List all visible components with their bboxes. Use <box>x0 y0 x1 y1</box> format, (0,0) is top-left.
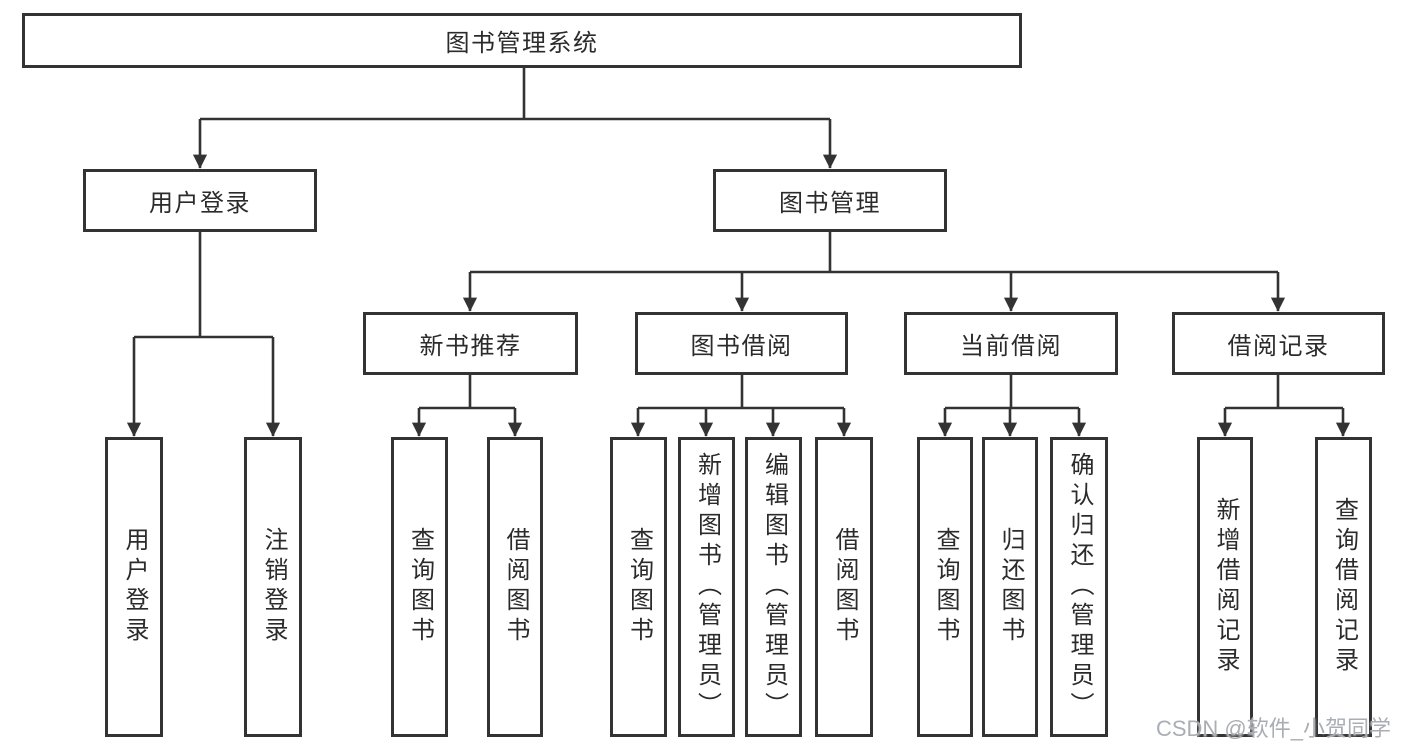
connector-book-management <box>470 232 1278 274</box>
leaf-current-confirm-return-admin: 确认归还（管理员） <box>1050 437 1108 737</box>
leaf-records-add-record-label: 新增借阅记录 <box>1212 497 1239 677</box>
node-current-borrowing: 当前借阅 <box>904 312 1118 375</box>
connector-book-borrowing <box>638 375 844 410</box>
node-book-management: 图书管理 <box>713 169 947 232</box>
leaf-borrowing-add-books-admin: 新增图书（管理员） <box>678 437 735 737</box>
node-book-borrowing: 图书借阅 <box>635 312 848 375</box>
node-user-login-label: 用户登录 <box>149 190 251 217</box>
leaf-recommend-borrow-books-label: 借阅图书 <box>502 527 529 647</box>
leaf-borrowing-edit-books-admin: 编辑图书（管理员） <box>745 437 802 737</box>
leaf-current-query-books-label: 查询图书 <box>932 527 959 647</box>
node-new-book-recommendation: 新书推荐 <box>363 312 578 375</box>
leaf-records-query-record: 查询借阅记录 <box>1315 437 1372 737</box>
leaf-current-return-books-label: 归还图书 <box>997 527 1024 647</box>
leaf-borrowing-add-books-admin-label: 新增图书（管理员） <box>693 452 721 722</box>
leaf-logout-label: 注销登录 <box>260 527 287 647</box>
node-new-book-recommendation-label: 新书推荐 <box>419 333 522 360</box>
leaf-borrowing-borrow-books-label: 借阅图书 <box>831 527 858 647</box>
leaf-borrowing-query-books-label: 查询图书 <box>625 527 653 647</box>
leaf-user-login: 用户登录 <box>105 437 163 737</box>
leaf-recommend-query-books-label: 查询图书 <box>406 527 434 647</box>
node-root: 图书管理系统 <box>22 13 1022 68</box>
node-book-borrowing-label: 图书借阅 <box>690 333 793 360</box>
node-current-borrowing-label: 当前借阅 <box>960 333 1062 360</box>
node-root-label: 图书管理系统 <box>445 30 599 57</box>
leaf-borrowing-edit-books-admin-label: 编辑图书（管理员） <box>760 452 788 722</box>
leaf-borrowing-query-books: 查询图书 <box>610 437 667 737</box>
connector-user-login <box>134 232 273 339</box>
node-borrow-records: 借阅记录 <box>1172 312 1385 375</box>
connector-borrow-records <box>1225 375 1343 410</box>
leaf-user-login-label: 用户登录 <box>121 527 148 647</box>
csdn-watermark: CSDN @软件_小贺同学 <box>1155 716 1391 741</box>
node-book-management-label: 图书管理 <box>779 190 881 217</box>
leaf-current-confirm-return-admin-label: 确认归还（管理员） <box>1066 452 1093 722</box>
connector-root <box>200 68 830 121</box>
connector-current-borrowing <box>945 375 1079 410</box>
leaf-borrowing-borrow-books: 借阅图书 <box>815 437 873 737</box>
leaf-current-return-books: 归还图书 <box>982 437 1038 737</box>
leaf-logout: 注销登录 <box>244 437 302 737</box>
leaf-records-query-record-label: 查询借阅记录 <box>1330 497 1358 677</box>
leaf-recommend-borrow-books: 借阅图书 <box>487 437 543 737</box>
node-borrow-records-label: 借阅记录 <box>1227 333 1330 360</box>
connector-new-book-recommendation <box>419 375 515 410</box>
leaf-current-query-books: 查询图书 <box>917 437 973 737</box>
node-user-login: 用户登录 <box>83 169 317 232</box>
leaf-recommend-query-books: 查询图书 <box>391 437 448 737</box>
leaf-records-add-record: 新增借阅记录 <box>1197 437 1253 737</box>
